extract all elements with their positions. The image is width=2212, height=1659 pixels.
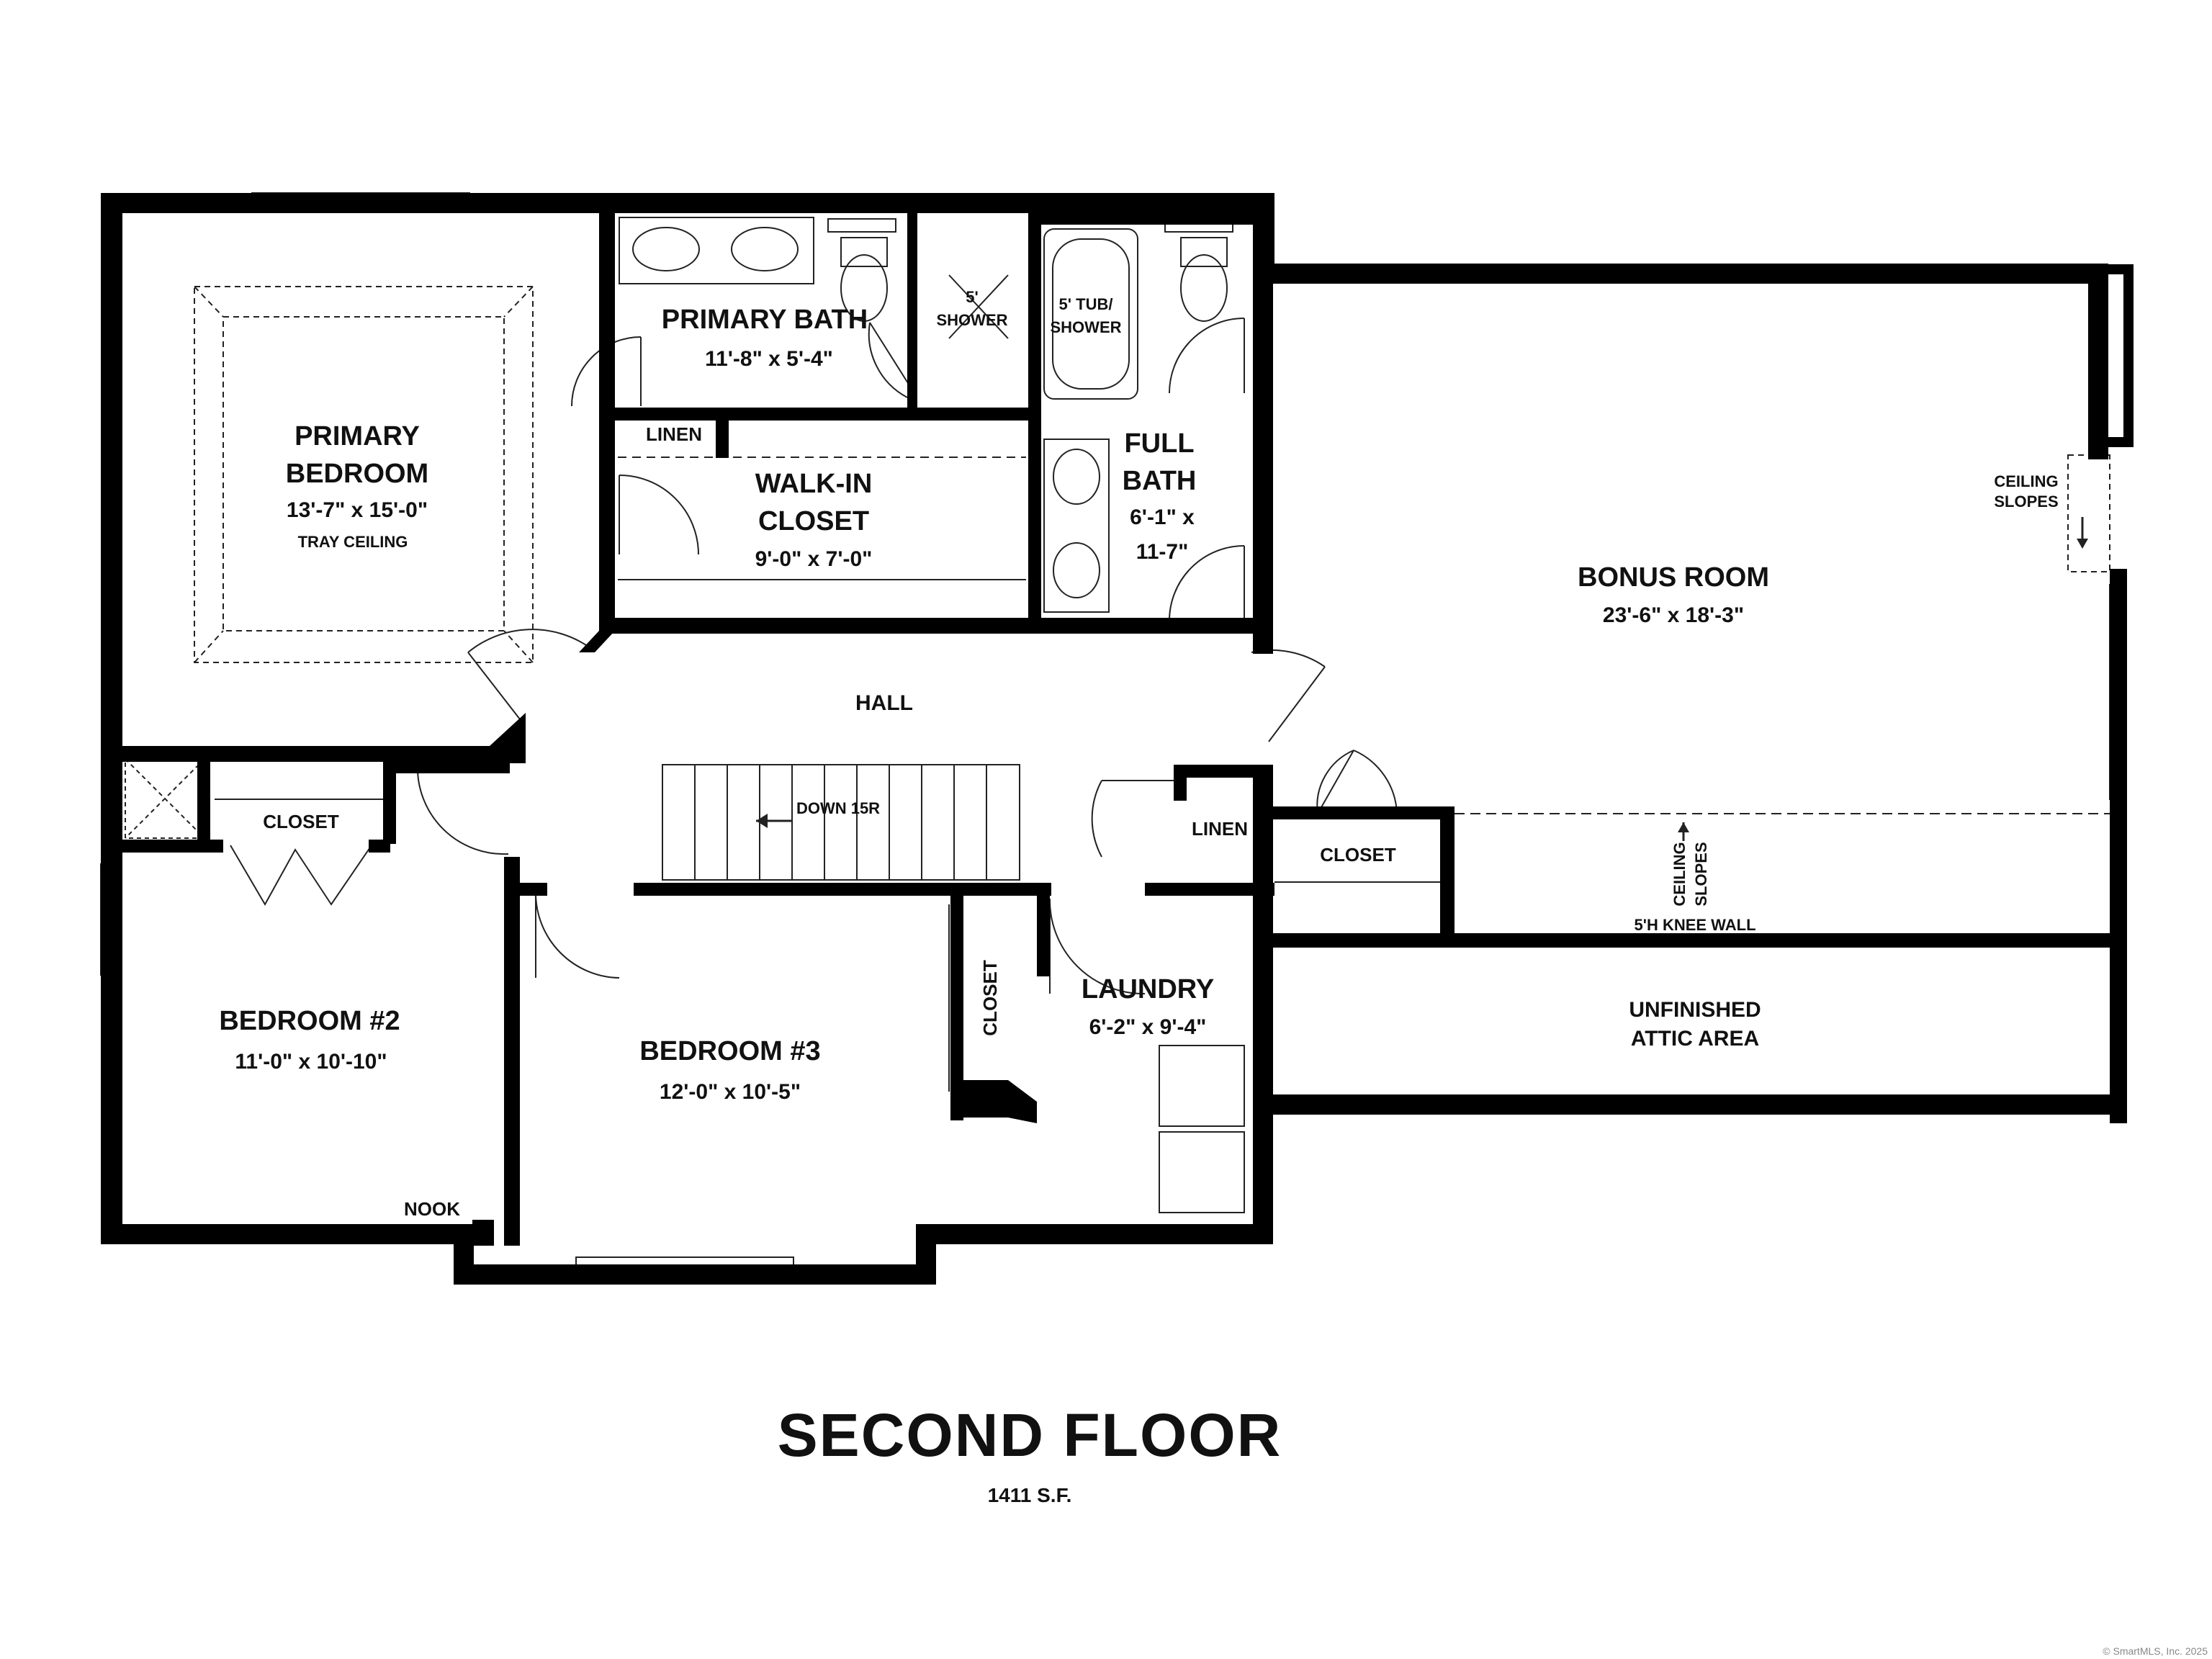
ceiling-slopes-mid-1: CEILING [1671, 842, 1689, 906]
walkin-closet-dims: 9'-0" x 7'-0" [755, 547, 873, 571]
dryer [1159, 1131, 1245, 1213]
linen-mid-name: LINEN [1192, 818, 1248, 840]
closet-bonus-name: CLOSET [1320, 844, 1396, 866]
attic-name-1: UNFINISHED [1629, 998, 1761, 1022]
plan-title: SECOND FLOOR [778, 1401, 1282, 1469]
bedroom2-dims: 11'-0" x 10'-10" [235, 1050, 387, 1074]
sink [1053, 449, 1100, 505]
door-swing [571, 336, 642, 407]
tray-ceiling-outer [194, 286, 534, 663]
sink [632, 227, 700, 271]
closet-bed2-name: CLOSET [263, 811, 339, 832]
ceiling-slopes-mid-2: SLOPES [1692, 842, 1710, 906]
toilet [840, 237, 888, 267]
bathtub [1043, 228, 1138, 400]
bedroom3-name: BEDROOM #3 [639, 1036, 820, 1066]
walkin-closet-name-2: CLOSET [758, 506, 869, 536]
linen-top-name: LINEN [646, 423, 702, 445]
washer [1159, 1045, 1245, 1127]
attic-name-2: ATTIC AREA [1631, 1027, 1759, 1051]
stair-label: DOWN 15R [796, 799, 880, 817]
ceiling-slopes-right-2: SLOPES [1994, 493, 2058, 511]
shower-label-1: 5' [966, 288, 978, 306]
knee-wall-label: 5'H KNEE WALL [1634, 916, 1755, 934]
primary-bath-dims: 11'-8" x 5'-4" [705, 347, 833, 371]
primary-bedroom-name-2: BEDROOM [286, 459, 428, 489]
walkin-closet-name-1: WALK-IN [755, 469, 873, 499]
primary-bedroom-dims: 13'-7" x 15'-0" [287, 498, 428, 522]
bedroom2-name: BEDROOM #2 [219, 1006, 400, 1036]
nook-name: NOOK [404, 1198, 460, 1220]
closet-bed3-name: CLOSET [979, 960, 1001, 1036]
plan-area: 1411 S.F. [988, 1484, 1072, 1506]
tub-label-2: SHOWER [1051, 318, 1122, 336]
laundry-name: LAUNDRY [1082, 974, 1214, 1004]
primary-bath-name: PRIMARY BATH [662, 305, 868, 335]
laundry-dims: 6'-2" x 9'-4" [1089, 1015, 1207, 1039]
bedroom3-dims: 12'-0" x 10'-5" [660, 1080, 801, 1104]
shower-label-2: SHOWER [937, 311, 1008, 329]
full-bath-dims-1: 6'-1" x [1130, 505, 1195, 529]
window [827, 218, 896, 233]
sink [731, 227, 799, 271]
hall-name: HALL [855, 691, 913, 715]
copyright-text: © SmartMLS, Inc. 2025 [2103, 1645, 2208, 1657]
bonus-room-name: BONUS ROOM [1578, 562, 1769, 593]
primary-bedroom-name-1: PRIMARY [295, 421, 420, 451]
ceiling-slopes-right-1: CEILING [1994, 472, 2058, 490]
bonus-room-dims: 23'-6" x 18'-3" [1603, 603, 1744, 627]
full-bath-dims-2: 11-7" [1136, 540, 1189, 564]
full-bath-name-2: BATH [1123, 466, 1197, 496]
tub-label-1: 5' TUB/ [1059, 295, 1113, 313]
full-bath-name-1: FULL [1124, 428, 1194, 459]
room-labels: PRIMARY BEDROOM 13'-7" x 15'-0" TRAY CEI… [219, 288, 2208, 1657]
tray-ceiling-inner [222, 316, 505, 631]
toilet [1180, 237, 1228, 267]
walls [101, 193, 2134, 1285]
sink [1053, 542, 1100, 598]
stair-outline [662, 764, 1020, 881]
primary-bedroom-note: TRAY CEILING [298, 533, 408, 551]
